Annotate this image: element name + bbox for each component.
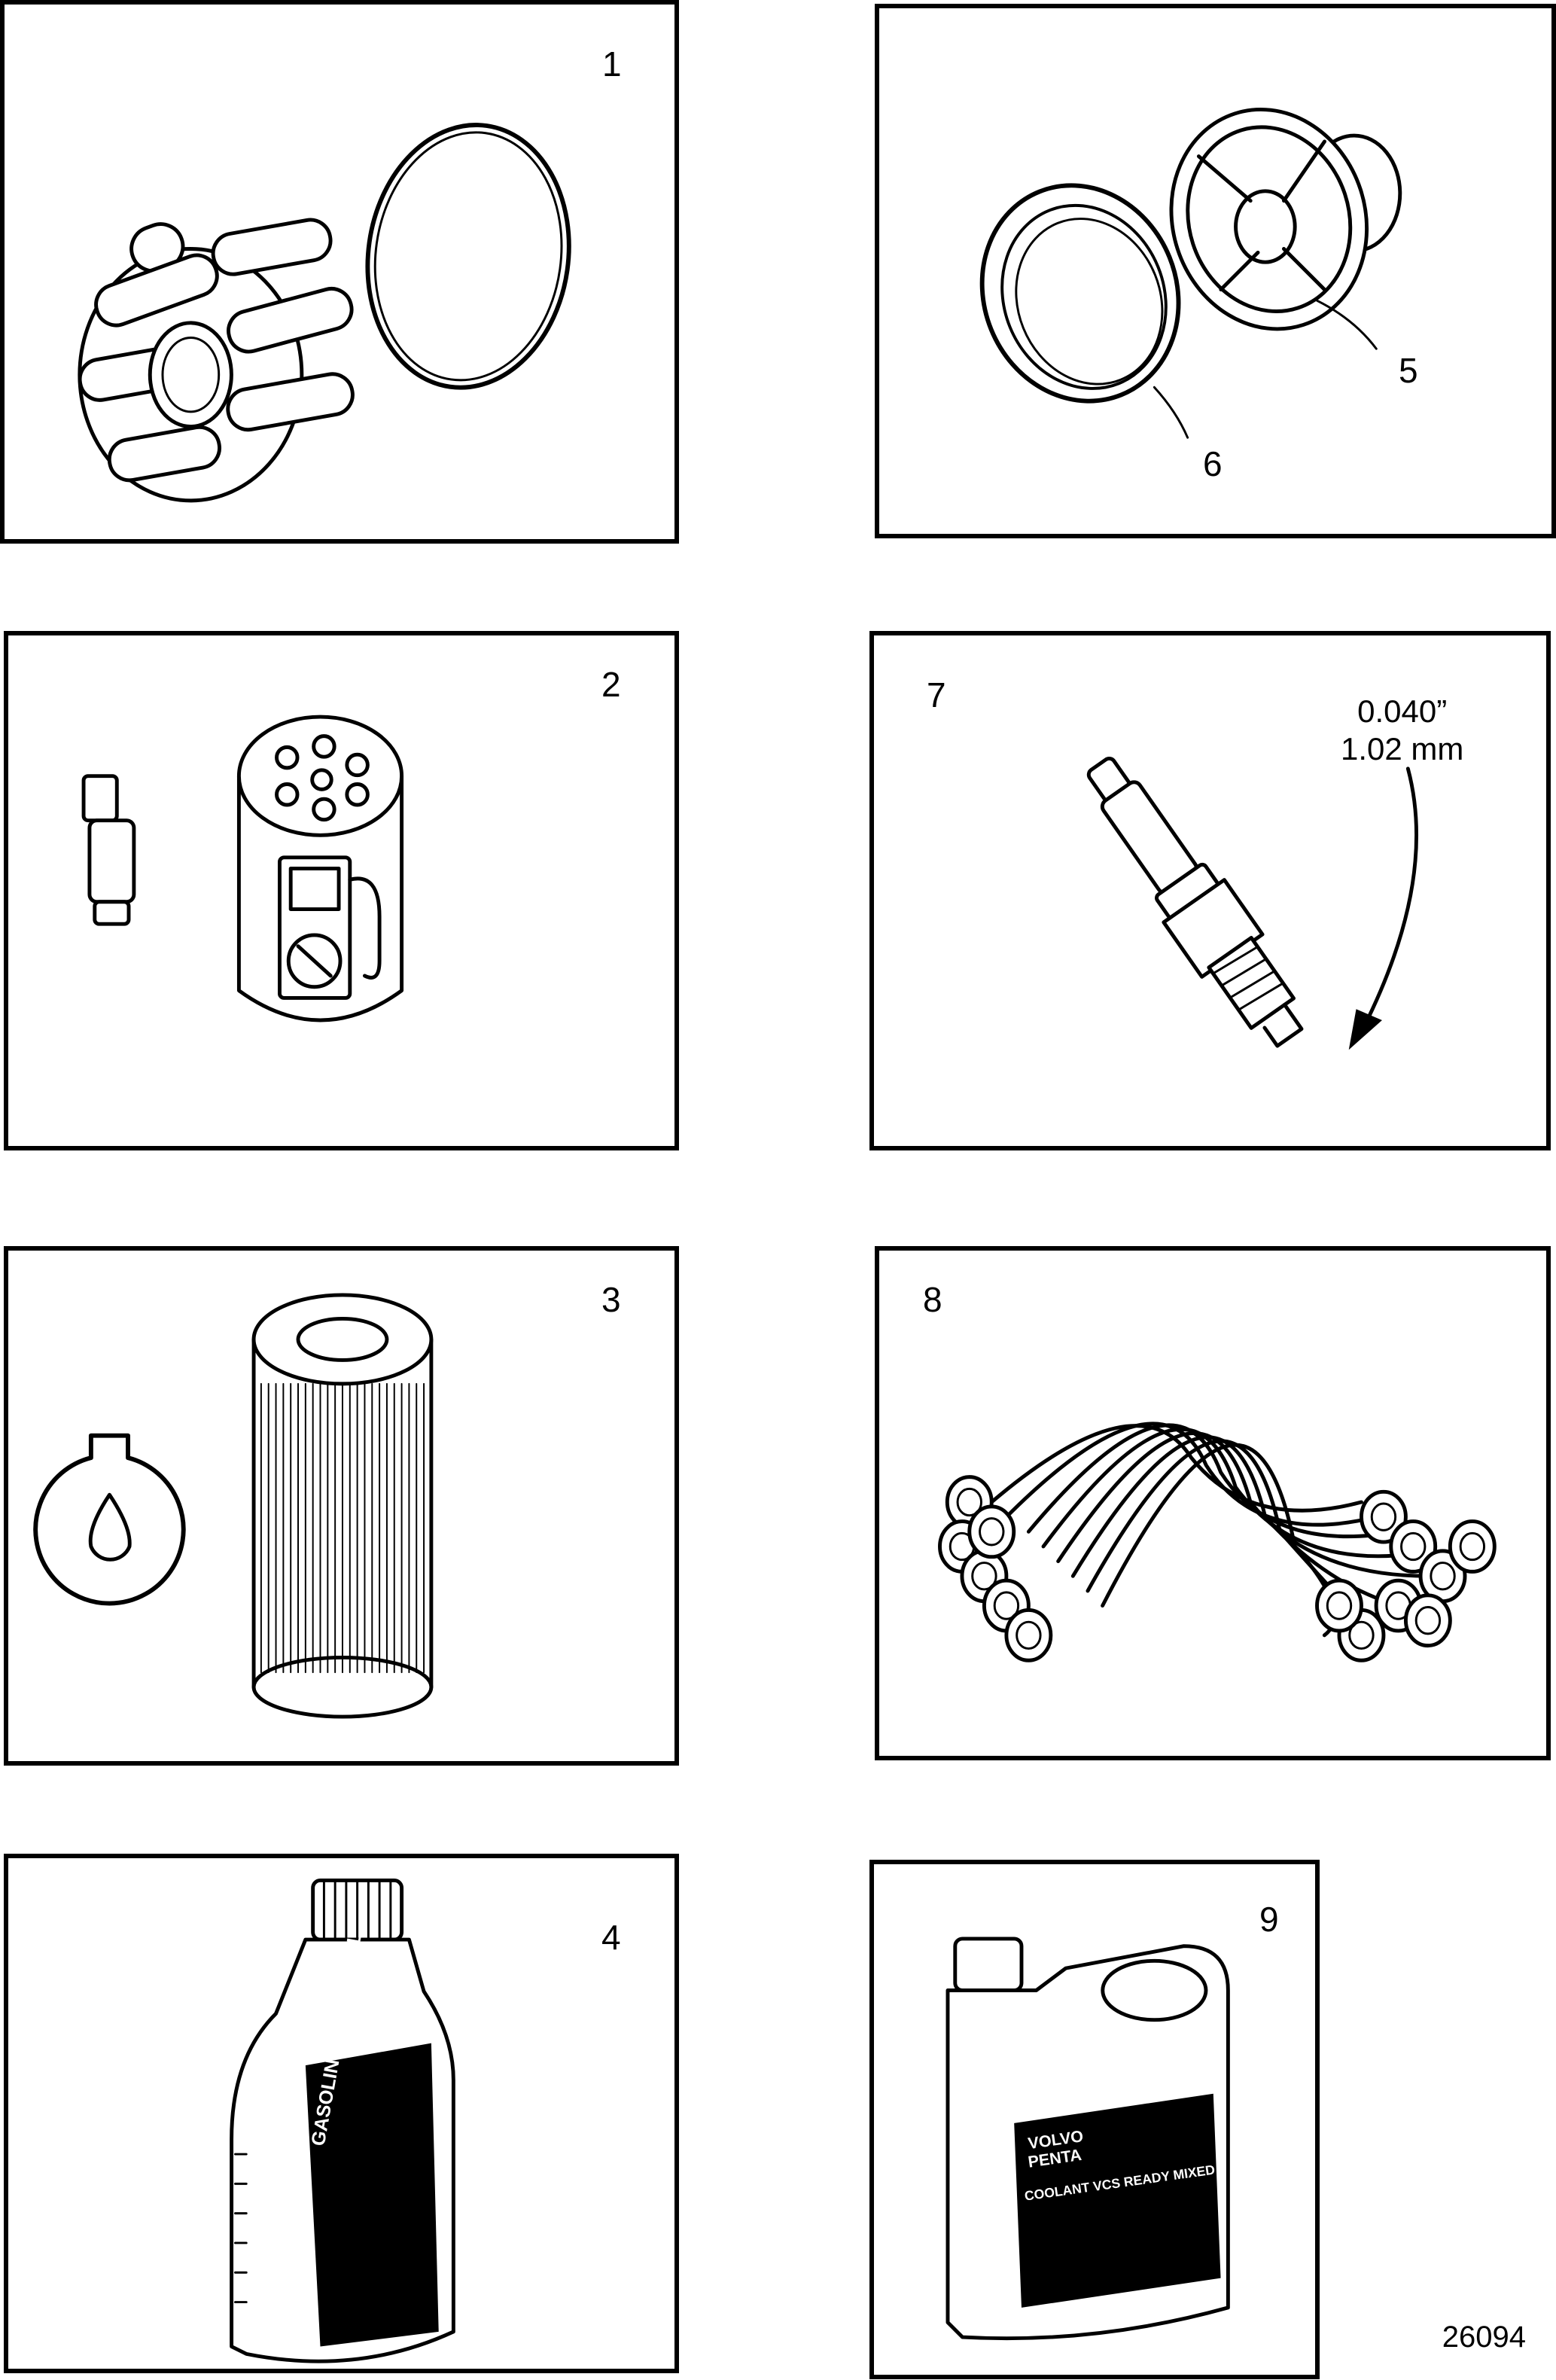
item-number-9: 9 <box>1259 1900 1279 1939</box>
oil-drop-icon <box>33 1433 186 1606</box>
thermostat-seal-icon <box>979 183 1181 404</box>
gap-inches: 0.040” <box>1357 693 1448 729</box>
oil-filter-illustration <box>33 1293 434 1719</box>
item-number-1: 1 <box>602 44 622 84</box>
thermostat-illustration <box>979 108 1402 439</box>
spark-plug-illustration <box>1086 757 1419 1050</box>
item-number-8: 8 <box>923 1280 942 1319</box>
thermostat-icon <box>1169 108 1402 331</box>
fuel-pump-icon <box>81 774 136 926</box>
fuel-pump-symbol-icon <box>277 855 382 1000</box>
impeller-kit-illustration <box>78 123 571 503</box>
panel-7-spark-plug: 7 0.040” 1.02 mm <box>869 631 1551 1150</box>
item-number-7: 7 <box>927 675 946 715</box>
o-ring-icon <box>365 123 571 390</box>
panel-4-engine-oil: 4 GASOLINE ENGINE OIL <box>4 1854 679 2373</box>
coolant-jug-icon: VOLVO PENTA COOLANT VCS READY MIXED <box>945 1937 1230 2341</box>
engine-oil-illustration: GASOLINE ENGINE OIL <box>230 1879 455 2363</box>
panel-9-coolant: 9 VOLVO PENTA COOLANT VCS READY MIXED <box>869 1860 1320 2379</box>
item-number-4: 4 <box>601 1918 621 1957</box>
panel-1-impeller: 1 <box>0 0 679 544</box>
gap-spec: 0.040” 1.02 mm <box>1341 693 1463 769</box>
figure-id: 26094 <box>1442 2321 1526 2354</box>
panel-8-ignition-leads: 8 <box>875 1246 1551 1760</box>
panel-2-fuel-filter: 2 <box>4 631 679 1150</box>
oil-filter-icon <box>251 1293 434 1719</box>
panel-3-oil-filter: 3 <box>4 1246 679 1766</box>
item-number-6: 6 <box>1203 444 1223 483</box>
fuel-filter-illustration <box>81 715 404 1022</box>
gap-arrow-icon <box>1361 766 1419 1030</box>
panel-5-6-thermostat: 5 6 <box>875 4 1556 538</box>
item-number-5: 5 <box>1399 351 1418 390</box>
coolant-illustration: VOLVO PENTA COOLANT VCS READY MIXED <box>945 1937 1230 2341</box>
impeller-icon <box>78 218 355 503</box>
gap-millimeters: 1.02 mm <box>1341 731 1464 767</box>
oil-bottle-icon: GASOLINE ENGINE OIL <box>230 1879 455 2363</box>
item-number-3: 3 <box>601 1280 621 1319</box>
spark-plug-icon <box>1086 757 1304 1048</box>
item-number-2: 2 <box>601 665 621 704</box>
ignition-leads-icon <box>938 1422 1497 1662</box>
ignition-leads-illustration <box>938 1422 1497 1662</box>
